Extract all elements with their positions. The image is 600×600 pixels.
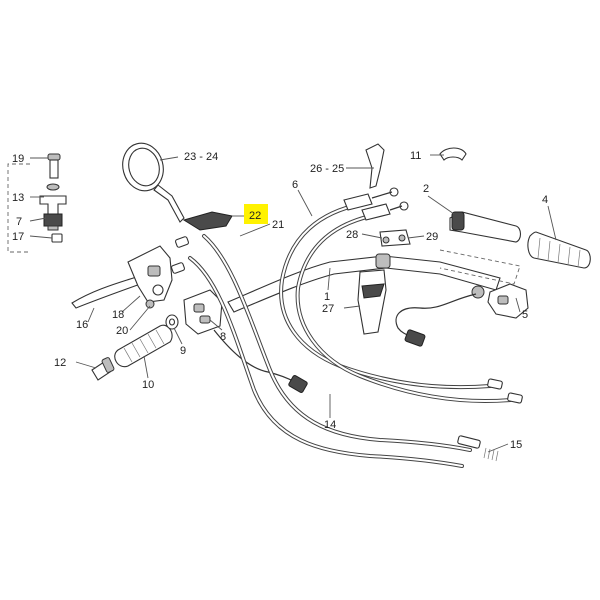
highlight-box-22 xyxy=(244,204,268,224)
callout-26-25[interactable]: 26 - 25 xyxy=(310,163,344,175)
left-switch-connector xyxy=(288,375,308,393)
callout-8[interactable]: 8 xyxy=(220,331,226,343)
detail-bracket-left xyxy=(7,163,30,253)
callout-16[interactable]: 16 xyxy=(76,319,88,331)
part-19-pin[interactable] xyxy=(47,153,61,179)
callout-7[interactable]: 7 xyxy=(16,216,22,228)
callout-22[interactable]: 22 xyxy=(249,210,261,222)
callout-14[interactable]: 14 xyxy=(324,419,336,431)
callout-5[interactable]: 5 xyxy=(522,309,528,321)
leader-lines xyxy=(29,154,557,453)
callout-10[interactable]: 10 xyxy=(142,379,154,391)
callout-23-24[interactable]: 23 - 24 xyxy=(184,151,218,163)
detail-bracket-right xyxy=(439,249,521,285)
callout-13[interactable]: 13 xyxy=(12,192,24,204)
callout-18[interactable]: 18 xyxy=(112,309,124,321)
part-9-washer[interactable] xyxy=(165,314,179,330)
part-10-left-grip[interactable] xyxy=(114,324,173,368)
right-switch-connector xyxy=(404,329,426,347)
callout-28[interactable]: 28 xyxy=(346,229,358,241)
callout-11[interactable]: 11 xyxy=(410,150,421,162)
callout-2[interactable]: 2 xyxy=(423,183,429,195)
part-20-screw[interactable] xyxy=(145,299,155,309)
part-13-clamp[interactable] xyxy=(39,183,67,215)
cable-fitting-upper xyxy=(171,236,189,274)
part-27-riser[interactable] xyxy=(357,269,387,335)
callout-4[interactable]: 4 xyxy=(542,194,548,206)
part-11-clip[interactable] xyxy=(439,147,467,161)
callout-9[interactable]: 9 xyxy=(180,345,186,357)
part-8-left-switch[interactable] xyxy=(183,289,223,335)
callout-29[interactable]: 29 xyxy=(426,231,438,243)
part-6-throttle-cables[interactable] xyxy=(279,187,523,404)
part-23-24-mirror[interactable] xyxy=(117,139,185,223)
callout-21[interactable]: 21 xyxy=(272,219,284,231)
part-22-lever-cover[interactable] xyxy=(182,211,233,231)
callout-27[interactable]: 27 xyxy=(322,303,334,315)
part-28-29-clamp[interactable] xyxy=(379,229,411,247)
part-18-lever-body[interactable] xyxy=(127,245,173,303)
callout-labels: 19 13 7 17 23 - 24 22 21 26 - 25 11 6 2 … xyxy=(12,150,548,451)
part-26-25-bracket[interactable] xyxy=(365,143,385,189)
part-2-throttle-grip[interactable] xyxy=(449,211,522,243)
callout-20[interactable]: 20 xyxy=(116,325,128,337)
callout-19[interactable]: 19 xyxy=(12,153,24,165)
part-4-right-grip[interactable] xyxy=(527,231,591,269)
part-16-lever[interactable] xyxy=(71,275,148,309)
part-15-spring[interactable] xyxy=(457,435,499,462)
callout-6[interactable]: 6 xyxy=(292,179,298,191)
callout-17[interactable]: 17 xyxy=(12,231,24,243)
callout-15[interactable]: 15 xyxy=(510,439,522,451)
callout-12[interactable]: 12 xyxy=(54,357,66,369)
callout-1[interactable]: 1 xyxy=(324,291,330,303)
part-5-right-switch[interactable] xyxy=(471,283,529,319)
part-14-clutch-cable[interactable] xyxy=(188,234,472,468)
part-17-nut[interactable] xyxy=(51,233,63,243)
part-12-bar-end[interactable] xyxy=(91,357,115,381)
part-7-clamp-block[interactable] xyxy=(43,213,63,231)
